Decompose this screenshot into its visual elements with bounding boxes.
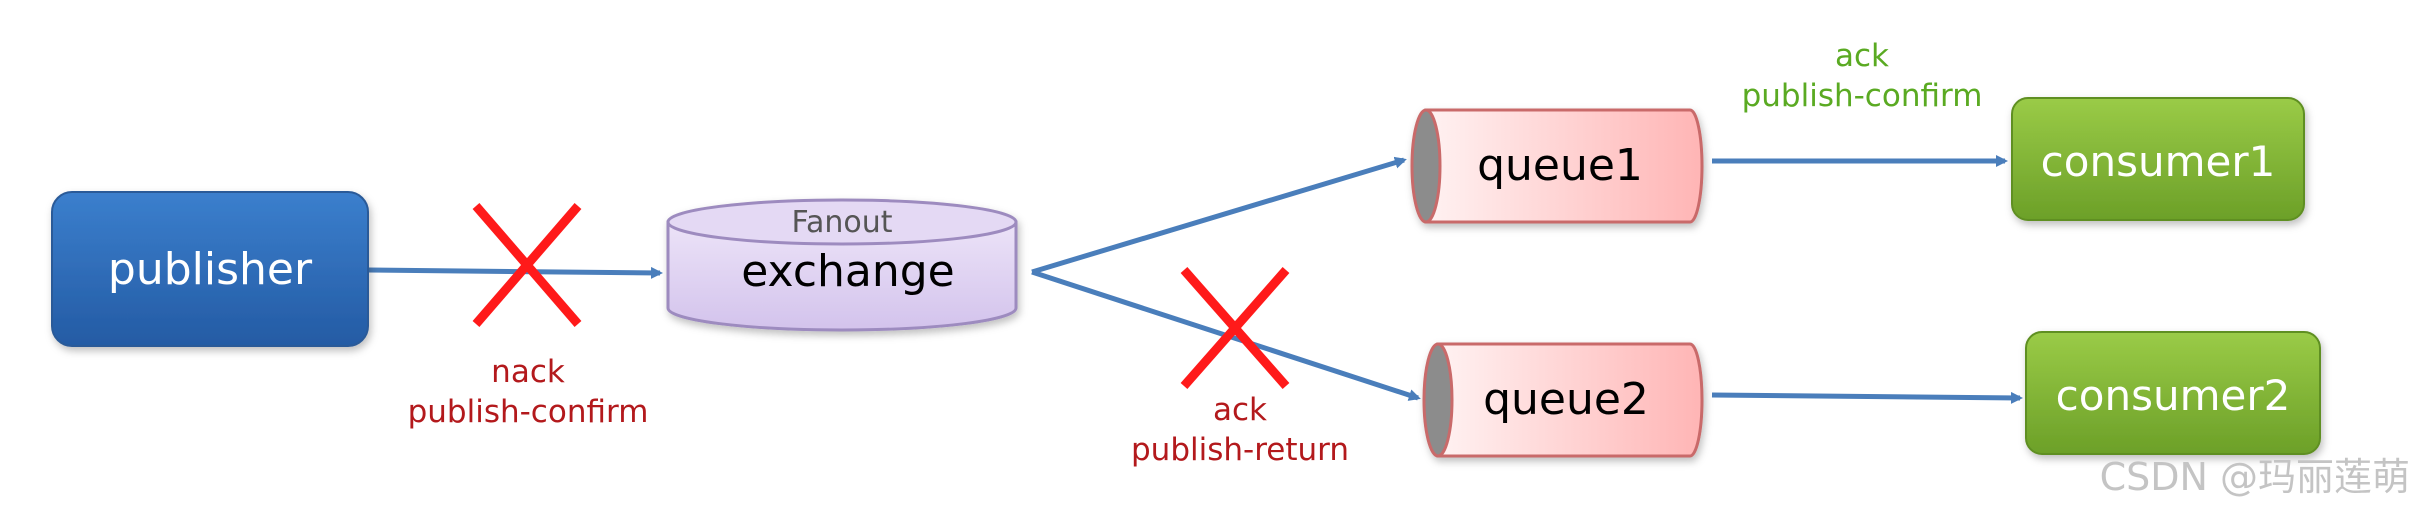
exchange-node bbox=[666, 198, 1018, 332]
publisher-node bbox=[51, 191, 369, 347]
queue2-label: queue2 bbox=[1483, 374, 1649, 425]
arrow-queue2-consumer2 bbox=[1711, 391, 2023, 404]
arrow-exchange-queue1 bbox=[1031, 156, 1407, 275]
nack-publish-confirm-label: publish-confirm bbox=[408, 394, 649, 430]
consumer1-node bbox=[2011, 97, 2305, 221]
exchange-type-label: Fanout bbox=[791, 205, 892, 240]
queue1-node bbox=[1410, 108, 1704, 224]
consumer2-label: consumer2 bbox=[2056, 371, 2291, 420]
publish-return-label: publish-return bbox=[1131, 432, 1349, 468]
cross-icon-publisher-exchange bbox=[472, 203, 582, 327]
ack-return-label: ack bbox=[1213, 392, 1267, 428]
arrow-publisher-exchange bbox=[367, 266, 663, 279]
ack-confirm-label: ack bbox=[1835, 38, 1889, 74]
queue2-node bbox=[1422, 342, 1704, 458]
cross-icon-exchange-queue2 bbox=[1180, 267, 1290, 389]
consumer1-label: consumer1 bbox=[2041, 137, 2276, 186]
publisher-label: publisher bbox=[108, 244, 313, 295]
exchange-label: exchange bbox=[741, 246, 955, 297]
consumer2-node bbox=[2025, 331, 2321, 455]
nack-label: nack bbox=[491, 354, 565, 390]
watermark: CSDN @玛丽莲萌 bbox=[2100, 455, 2410, 499]
queue1-label: queue1 bbox=[1477, 140, 1643, 191]
ack-publish-confirm-label: publish-confirm bbox=[1742, 78, 1983, 114]
